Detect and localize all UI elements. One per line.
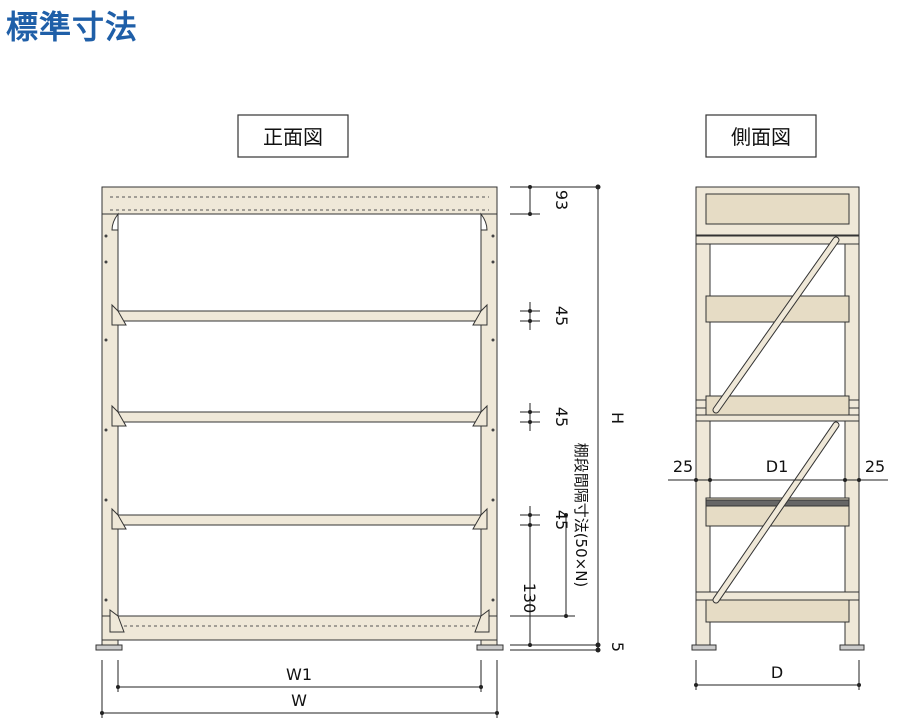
side-diagonal-braces bbox=[712, 236, 840, 604]
dim-bottom-130: 130 bbox=[520, 583, 539, 614]
shelf-1 bbox=[117, 310, 482, 322]
dim-side-right-25: 25 bbox=[865, 457, 885, 476]
page-title: 標準寸法 bbox=[6, 8, 139, 46]
front-dimension-lines bbox=[101, 186, 600, 718]
shelf-2 bbox=[117, 411, 482, 423]
side-view bbox=[691, 186, 865, 651]
dim-foot-5: 5 bbox=[608, 642, 627, 652]
front-view-title-box: 正面図 bbox=[237, 114, 349, 158]
top-beam bbox=[101, 186, 498, 215]
dim-pitch-label: 棚段間隔寸法(50×N) bbox=[572, 443, 590, 588]
side-dimension-dots bbox=[694, 478, 861, 687]
right-foot bbox=[476, 644, 504, 651]
shelf-3 bbox=[117, 514, 482, 526]
bottom-beam bbox=[101, 615, 498, 641]
dim-side-inner-D1: D1 bbox=[766, 457, 789, 476]
dim-side-left-25: 25 bbox=[673, 457, 693, 476]
dim-shelf-gap-2: 45 bbox=[552, 407, 571, 427]
dim-shelf-gap-3: 45 bbox=[552, 510, 571, 530]
side-view-title: 側面図 bbox=[731, 125, 791, 149]
dim-width-inner-W1: W1 bbox=[286, 665, 312, 684]
front-view bbox=[95, 186, 504, 651]
front-dimension-dots bbox=[100, 184, 601, 715]
left-foot bbox=[95, 644, 123, 651]
side-view-title-box: 側面図 bbox=[705, 114, 817, 158]
dim-top-93: 93 bbox=[552, 190, 571, 210]
dim-depth-D: D bbox=[771, 663, 783, 682]
dim-shelf-gap-1: 45 bbox=[552, 306, 571, 326]
dim-width-W: W bbox=[291, 691, 307, 710]
front-view-title: 正面図 bbox=[263, 125, 323, 149]
dim-height-H: H bbox=[608, 412, 627, 424]
